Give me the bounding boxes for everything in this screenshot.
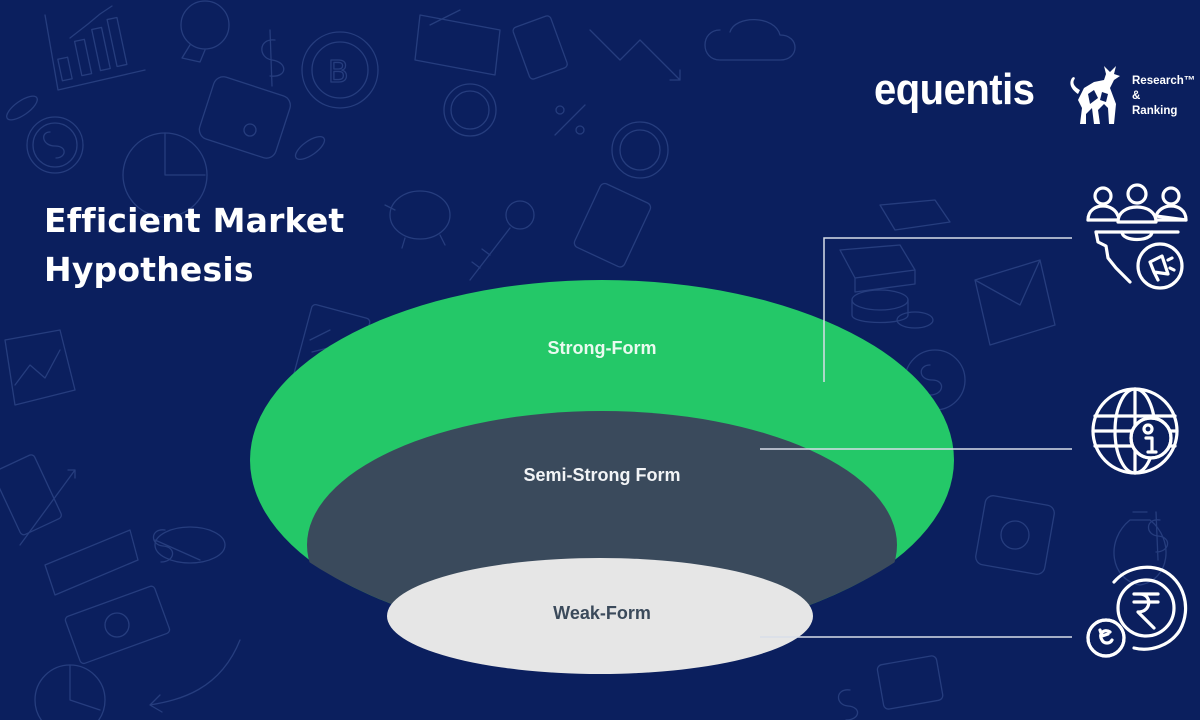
weak-form-label: Weak-Form bbox=[553, 603, 651, 623]
gold-bars-doodle bbox=[839, 199, 951, 293]
weak-form-layer bbox=[387, 558, 813, 674]
percent-doodle bbox=[554, 104, 586, 136]
bitcoin-coin-doodle: B bbox=[301, 31, 379, 109]
left-chart-doodle bbox=[4, 329, 76, 406]
left-calculator bbox=[0, 454, 62, 536]
bull-icon bbox=[1070, 66, 1120, 124]
left-dollar-cluster bbox=[152, 526, 226, 564]
pie-doodle bbox=[122, 132, 208, 218]
svg-text:B: B bbox=[328, 55, 349, 90]
strong-form-label: Strong-Form bbox=[547, 338, 657, 358]
calculator-doodle bbox=[573, 182, 652, 268]
equentis-logo: equentis Research™ & Ranking bbox=[874, 62, 1196, 132]
paperclip-doodle bbox=[6, 95, 326, 160]
bitcoin-doodle-2 bbox=[611, 121, 669, 179]
group-announcement-icon bbox=[1086, 183, 1188, 290]
globe-info-icon bbox=[1091, 387, 1179, 475]
left-arrow-up bbox=[19, 469, 76, 546]
connector-lines bbox=[760, 237, 1072, 638]
dollar-doodle bbox=[261, 29, 285, 87]
left-pie bbox=[34, 664, 106, 720]
title-line-1: Efficient Market bbox=[44, 201, 345, 240]
left-money bbox=[64, 585, 171, 665]
left-arrow-curve bbox=[149, 639, 241, 713]
envelope-doodle bbox=[974, 259, 1056, 346]
coin-doodle bbox=[26, 116, 84, 174]
document-doodle bbox=[512, 15, 568, 80]
left-receipt bbox=[44, 529, 139, 596]
rupee-coin-return-icon bbox=[1086, 565, 1188, 658]
key-doodle bbox=[469, 200, 535, 281]
logo-tagline: Research™ & Ranking bbox=[1132, 75, 1196, 117]
dollar-bottom-right bbox=[1147, 511, 1169, 561]
wallet-doodle-2 bbox=[414, 9, 501, 76]
lightbulb-doodle bbox=[180, 0, 230, 63]
page-title: Efficient Market Hypothesis bbox=[44, 196, 344, 294]
coin-doodle-2 bbox=[443, 83, 497, 137]
safe-doodle bbox=[975, 495, 1055, 575]
cloud-doodle bbox=[704, 19, 796, 61]
bottom-dollar bbox=[837, 689, 859, 720]
money-bag-doodle bbox=[1113, 511, 1167, 586]
bottom-doc bbox=[876, 655, 944, 710]
semi-strong-form-label: Semi-Strong Form bbox=[523, 465, 681, 485]
logo-wordmark: equentis bbox=[874, 66, 1035, 114]
title-line-2: Hypothesis bbox=[44, 250, 254, 289]
connector-strong bbox=[823, 237, 1072, 382]
wallet-doodle bbox=[198, 76, 291, 159]
coins-stack-doodle bbox=[851, 289, 934, 329]
arrow-doodle bbox=[589, 29, 681, 81]
bar-chart-doodle bbox=[44, 5, 146, 91]
piggy-doodle bbox=[384, 190, 451, 249]
